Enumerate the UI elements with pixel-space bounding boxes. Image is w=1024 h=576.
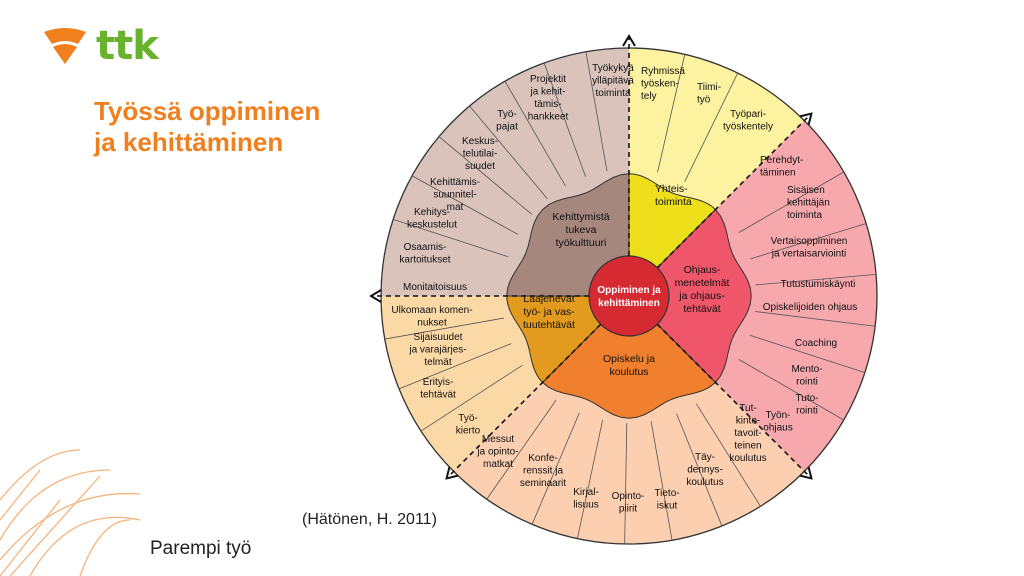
ring-spoke xyxy=(585,51,608,171)
outer-item-opintopiirit: Opinto-piirit xyxy=(612,491,645,515)
outer-item-opiskelijoiden: Opiskelijoiden ohjaus xyxy=(763,302,858,313)
ring-spoke xyxy=(738,171,844,233)
ring-spoke xyxy=(438,136,532,215)
ring-spoke xyxy=(676,413,723,527)
inner-sector-ohjausmenetelmat xyxy=(628,208,752,384)
outer-item-tyokierto: Työ-kierto xyxy=(456,413,481,437)
ring-spoke xyxy=(695,403,761,507)
citation: (Hätönen, H. 2011) xyxy=(302,511,437,528)
sector-label-yhteistoiminta: Yhteis-toiminta xyxy=(655,183,692,208)
logo-text: ttk xyxy=(96,23,159,69)
title-line-1: Työssä oppiminen xyxy=(94,96,321,126)
outer-item-monitaitoisuus: Monitaitoisuus xyxy=(403,282,467,293)
outer-item-mentorointi: Mento-rointi xyxy=(791,364,822,388)
outer-item-tutorointi: Tuto-rointi xyxy=(796,393,819,417)
outer-item-kehittamissuunnitelmat: Kehittämis-suunnitel-mat xyxy=(430,177,480,213)
ring-spoke xyxy=(504,81,566,187)
ring-spoke xyxy=(624,422,628,544)
ring-spoke xyxy=(684,72,739,183)
ring-spoke xyxy=(420,364,523,432)
dashed-arrow-line xyxy=(656,323,812,479)
center-circle xyxy=(588,255,670,337)
outer-item-tietoiskut: Tieto-iskut xyxy=(654,488,679,512)
dashed-arrow-line xyxy=(446,323,602,479)
inner-sector-kehittymista xyxy=(506,173,630,297)
ring-spoke xyxy=(750,223,867,260)
inner-sector-opiskelu xyxy=(541,295,717,419)
arrow-head-icon xyxy=(622,34,636,47)
outer-sector-ohjausmenetelmat xyxy=(629,120,877,472)
outer-item-tiimityo: Tiimi-työ xyxy=(697,82,721,106)
outer-item-tyopari: Työpari-työskentely xyxy=(723,109,773,133)
outer-item-ulkomaan: Ulkomaan komen-nukset xyxy=(391,305,472,329)
title-line-2: ja kehittäminen xyxy=(94,127,284,157)
ring-spoke xyxy=(531,412,580,525)
outer-item-keskustelutilaisuudet: Keskus-telutilai-suudet xyxy=(462,136,498,172)
decorative-arcs xyxy=(0,449,141,576)
outer-item-tyonohjaus: Työn-ohjaus xyxy=(763,410,792,434)
outer-item-kehityskeskustelut: Kehitys-keskustelut xyxy=(407,207,457,231)
outer-item-taydennyskoulutus: Täy-dennys-koulutus xyxy=(686,452,723,488)
outer-item-erityistehtavat: Erityis-tehtävät xyxy=(420,377,456,401)
ring-spoke xyxy=(393,218,509,258)
footer-slogan: Parempi työ xyxy=(150,538,252,559)
arrow-head-icon xyxy=(799,112,813,126)
ring-spoke xyxy=(755,311,876,327)
ring-spoke xyxy=(411,175,519,235)
ttk-logo: ttk xyxy=(40,23,159,69)
outer-sector-opiskelu xyxy=(453,296,805,544)
ring-spoke xyxy=(469,105,548,199)
ring-spoke xyxy=(657,54,686,173)
outer-item-osaamiskartoitukset: Osaamis-kartoitukset xyxy=(399,242,450,266)
outer-item-coaching: Coaching xyxy=(795,338,837,349)
ring-spoke xyxy=(650,421,673,541)
ring-spoke xyxy=(543,62,586,177)
outer-item-kirjallisuus: Kirjal-lisuus xyxy=(573,487,599,511)
page-title: Työssä oppiminen ja kehittäminen xyxy=(94,96,320,158)
arrow-head-icon xyxy=(445,466,459,480)
ring-spoke xyxy=(738,359,844,421)
ring-spoke xyxy=(755,273,877,286)
ring-spoke xyxy=(398,343,512,390)
arrow-head-icon xyxy=(369,289,382,303)
ring-spoke xyxy=(384,317,504,340)
dashed-arrow-line xyxy=(656,113,812,269)
arrow-head-icon xyxy=(799,466,813,480)
ring-spoke xyxy=(577,420,603,539)
outer-item-tyopajat: Työ-pajat xyxy=(496,109,518,133)
outer-item-tutustumiskaynti: Tutustumiskäynti xyxy=(781,279,856,290)
ring-spoke xyxy=(486,399,557,500)
ring-spoke xyxy=(749,334,865,374)
ttk-logo-icon xyxy=(44,28,86,64)
outer-item-perehdyttaminen: Perehdyt-täminen xyxy=(760,155,803,179)
